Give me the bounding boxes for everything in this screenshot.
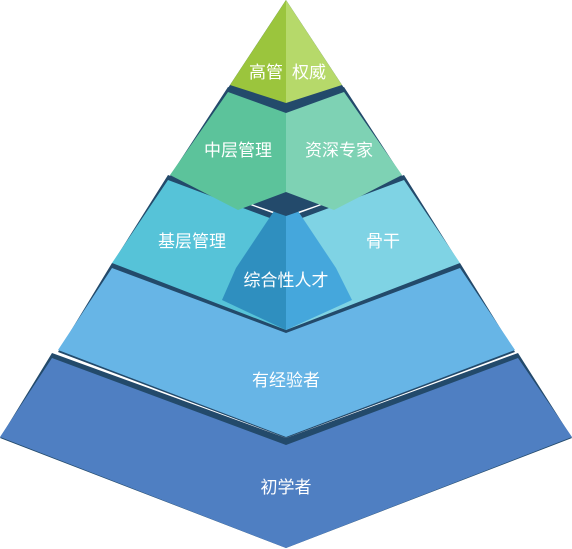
middle-left-label: 基层管理 <box>158 232 226 252</box>
upper-left-face <box>170 92 286 210</box>
base-face <box>0 358 572 548</box>
middle-center-label: 综合性人才 <box>244 271 329 291</box>
center-left-face <box>222 193 286 330</box>
upper-left-label: 中层管理 <box>204 141 272 161</box>
top-right-label: 权威 <box>292 63 326 83</box>
upper-right-face <box>286 92 402 210</box>
center-right-face <box>286 193 352 330</box>
middle-right-label: 骨干 <box>366 232 400 252</box>
level-base: 初学者 <box>0 353 572 548</box>
level-top: 高管 权威 <box>228 0 344 110</box>
top-left-face <box>230 0 286 103</box>
top-left-label: 高管 <box>249 63 283 83</box>
level-middle: 基层管理 骨干 综合性人才 <box>112 175 460 330</box>
base-label: 初学者 <box>261 478 312 498</box>
upper-right-label: 资深专家 <box>305 141 373 161</box>
top-right-face <box>286 0 342 103</box>
level-upper: 中层管理 资深专家 <box>170 87 402 216</box>
level-lower: 有经验者 <box>58 263 515 438</box>
lower-face <box>58 268 515 437</box>
lower-label: 有经验者 <box>252 371 320 391</box>
